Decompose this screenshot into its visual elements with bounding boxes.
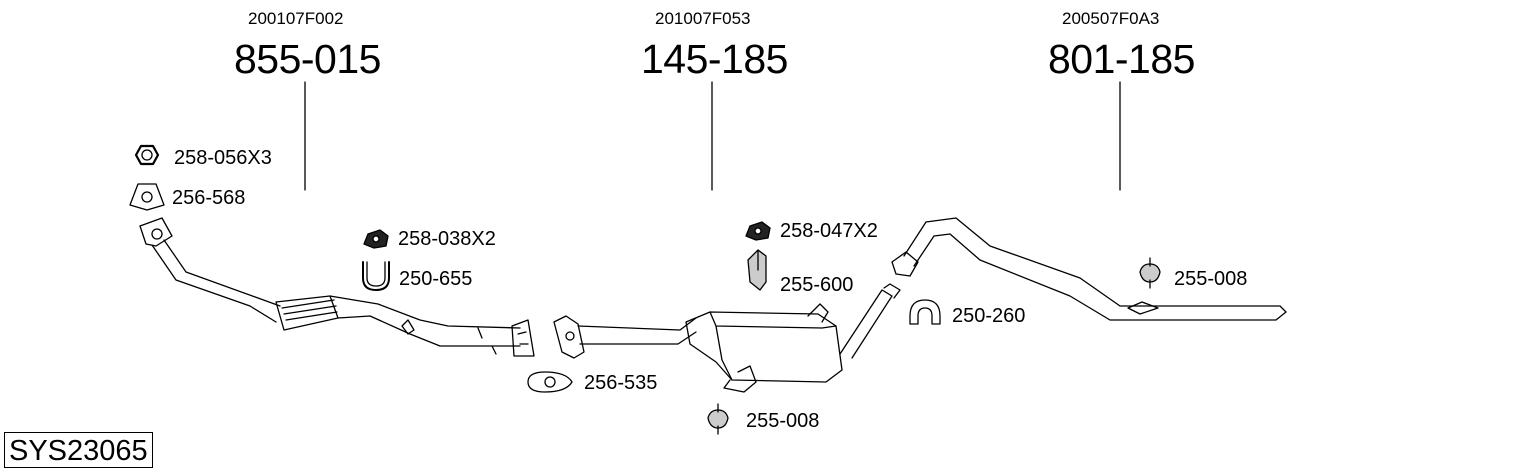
component-label-rubber-hanger: 255-008 bbox=[1174, 268, 1248, 290]
rear-silencer-part-number: 801-185 bbox=[1048, 36, 1195, 82]
rear-silencer-code: 200507F0A3 bbox=[1062, 9, 1160, 28]
bracket-icon bbox=[747, 249, 767, 291]
component-label-u-bolt: 250-655 bbox=[399, 268, 473, 290]
component-label-rubber-hanger-2: 255-008 bbox=[746, 410, 820, 432]
front-pipe-code: 200107F002 bbox=[248, 9, 344, 28]
oval-gasket-icon bbox=[527, 371, 573, 393]
rubber-hanger-icon bbox=[707, 403, 729, 435]
flange-gasket-icon bbox=[129, 183, 165, 211]
clamp-icon bbox=[909, 299, 941, 325]
component-label-hex-nut: 258-056X3 bbox=[174, 147, 272, 169]
middle-silencer-part-number: 145-185 bbox=[641, 36, 788, 82]
middle-silencer-code: 201007F053 bbox=[655, 9, 751, 28]
front-pipe-part-number: 855-015 bbox=[234, 36, 381, 82]
system-number-box: SYS23065 bbox=[4, 432, 153, 468]
front-pipe-drawing bbox=[139, 217, 535, 357]
rear-pipe-drawing bbox=[891, 217, 1287, 321]
component-label-clamp: 250-260 bbox=[952, 305, 1026, 327]
flange-nut-icon bbox=[745, 221, 771, 241]
hex-nut-icon bbox=[134, 144, 160, 166]
component-label-flange-nut: 258-038X2 bbox=[398, 228, 496, 250]
component-label-flange-nut-2: 258-047X2 bbox=[780, 220, 878, 242]
rubber-hanger-icon bbox=[1139, 257, 1161, 289]
component-label-bracket: 255-600 bbox=[780, 274, 854, 296]
u-bolt-icon bbox=[362, 261, 390, 291]
middle-silencer-drawing bbox=[553, 283, 901, 393]
flange-nut-icon bbox=[363, 229, 389, 249]
component-label-oval-gasket: 256-535 bbox=[584, 372, 658, 394]
component-label-flange-gasket: 256-568 bbox=[172, 187, 246, 209]
